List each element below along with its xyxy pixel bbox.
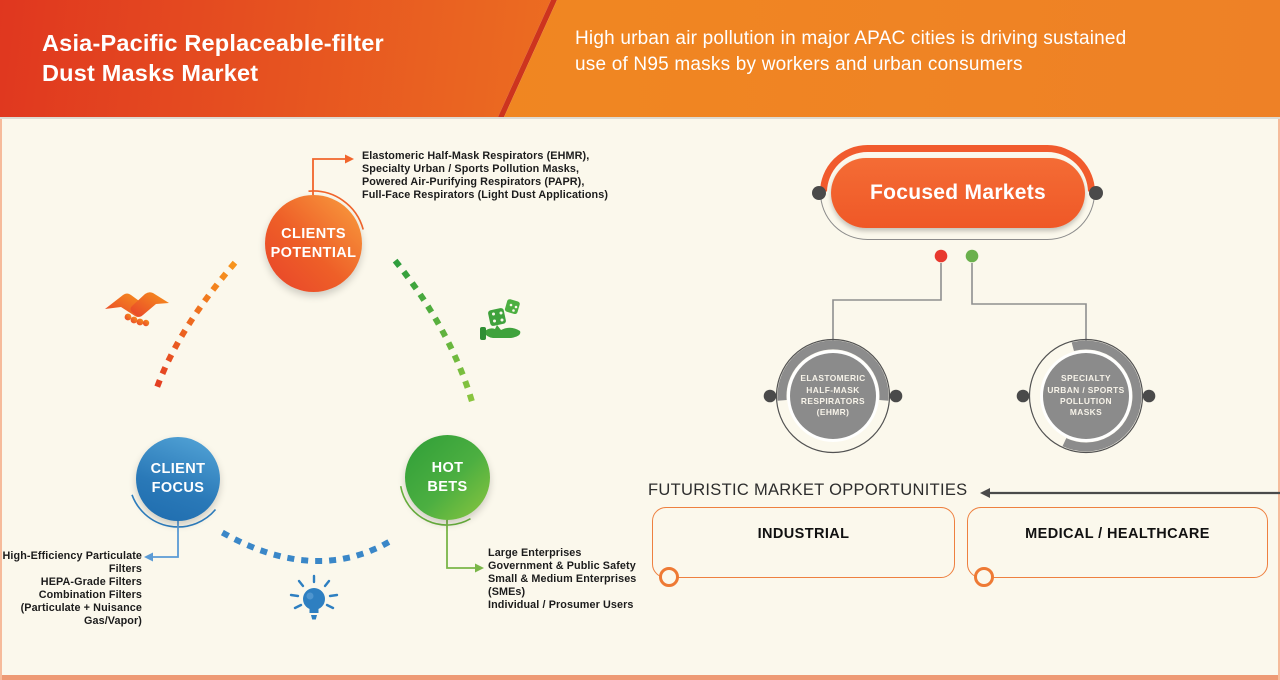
item-line: Powered Air-Purifying Respirators (PAPR)… bbox=[362, 175, 585, 188]
item-line: Elastomeric Half-Mask Respirators (EHMR)… bbox=[362, 150, 590, 162]
branch-line-right bbox=[971, 263, 1087, 341]
circle-label-line: FOCUS bbox=[151, 480, 205, 496]
item-line: Combination Filters bbox=[38, 588, 142, 601]
corner-ring-icon bbox=[659, 567, 679, 587]
market-node-label: SPECIALTY URBAN / SPORTS POLLUTION MASKS bbox=[1047, 373, 1125, 418]
client-focus-circle: CLIENT FOCUS bbox=[136, 437, 220, 521]
hot-bets-items: Large Enterprises Government & Public Sa… bbox=[488, 547, 648, 612]
market-node-ehmr: ELASTOMERIC HALF-MASK RESPIRATORS (EHMR) bbox=[790, 353, 876, 439]
cp-callout-line bbox=[312, 158, 345, 195]
header-subtitle-line: High urban air pollution in major APAC c… bbox=[575, 28, 1127, 49]
item-line: (SMEs) bbox=[488, 585, 526, 598]
client-focus-items: High-Efficiency Particulate Filters HEPA… bbox=[0, 550, 142, 627]
cf-callout-line bbox=[153, 521, 179, 558]
cf-callout-arrowhead bbox=[144, 552, 153, 562]
focused-markets-group: Focused Markets bbox=[812, 145, 1103, 240]
clients-potential-circle: CLIENTS POTENTIAL bbox=[265, 195, 362, 292]
circle-label-line: POTENTIAL bbox=[270, 244, 357, 261]
header-subtitle-line: use of N95 masks by workers and urban co… bbox=[575, 53, 1023, 75]
focused-markets-title: Focused Markets bbox=[869, 181, 1047, 204]
focused-markets-pill: Focused Markets bbox=[831, 158, 1085, 228]
corner-ring-icon bbox=[974, 567, 994, 587]
opportunity-box-label: INDUSTRIAL bbox=[757, 526, 850, 542]
dice-in-hand-icon bbox=[480, 299, 521, 340]
circle-label-line: HOT bbox=[431, 459, 464, 476]
dotted-arc-orange bbox=[151, 260, 238, 397]
item-line: Small & Medium Enterprises bbox=[488, 572, 637, 585]
market-node-label: ELASTOMERIC HALF-MASK RESPIRATORS (EHMR) bbox=[800, 373, 866, 418]
lightbulb-icon bbox=[289, 574, 339, 620]
branch-dot-red bbox=[934, 249, 948, 263]
branch-line-left bbox=[832, 263, 942, 341]
cp-callout-arrowhead bbox=[345, 154, 354, 164]
item-line: Filters bbox=[108, 562, 142, 575]
content-area: CLIENTS POTENTIAL CLIENT FOCUS HOT BETS … bbox=[0, 117, 1280, 680]
page-title-line: Asia-Pacific Replaceable-filter bbox=[42, 30, 384, 56]
market-node-specialty: SPECIALTY URBAN / SPORTS POLLUTION MASKS bbox=[1043, 353, 1129, 439]
dotted-arc-green bbox=[392, 258, 477, 409]
item-line: Individual / Prosumer Users bbox=[488, 598, 634, 611]
header-left-panel bbox=[0, 0, 551, 117]
circle-label-line: CLIENT bbox=[150, 461, 206, 478]
page-title: Asia-Pacific Replaceable-filter Dust Mas… bbox=[42, 28, 384, 88]
branch-dot-green bbox=[965, 249, 979, 263]
item-line: Gas/Vapor) bbox=[83, 614, 142, 627]
node-side-dot bbox=[1016, 389, 1030, 403]
circle-label-line: BETS bbox=[427, 478, 468, 495]
hb-callout-arrowhead bbox=[475, 563, 484, 573]
dotted-arc-blue bbox=[220, 529, 392, 564]
item-line: Large Enterprises bbox=[488, 547, 582, 559]
clients-potential-items: Elastomeric Half-Mask Respirators (EHMR)… bbox=[362, 150, 612, 202]
header: Asia-Pacific Replaceable-filter Dust Mas… bbox=[0, 0, 1280, 117]
node-side-dot bbox=[889, 389, 903, 403]
node-side-dot bbox=[1142, 389, 1156, 403]
header-right-panel bbox=[504, 0, 1280, 117]
opportunities-heading: FUTURISTIC MARKET OPPORTUNITIES bbox=[648, 481, 968, 499]
pill-side-dot bbox=[1089, 186, 1103, 200]
opportunities-arrowhead bbox=[980, 488, 990, 498]
opportunity-box-medical: MEDICAL / HEALTHCARE bbox=[967, 507, 1268, 587]
item-line: (Particulate + Nuisance bbox=[20, 601, 142, 614]
opportunity-box-industrial: INDUSTRIAL bbox=[652, 507, 955, 587]
node-side-dot bbox=[763, 389, 777, 403]
hb-callout-line bbox=[446, 520, 475, 569]
pill-side-dot bbox=[812, 186, 826, 200]
item-line: High-Efficiency Particulate bbox=[2, 550, 142, 562]
item-line: Government & Public Safety bbox=[488, 559, 636, 572]
item-line: Specialty Urban / Sports Pollution Masks… bbox=[362, 162, 580, 175]
page-title-line: Dust Masks Market bbox=[42, 60, 259, 87]
circle-label-line: CLIENTS bbox=[281, 225, 346, 242]
hot-bets-circle: HOT BETS bbox=[405, 435, 490, 520]
item-line: Full-Face Respirators (Light Dust Applic… bbox=[362, 188, 609, 201]
handshake-icon bbox=[105, 292, 169, 327]
item-line: HEPA-Grade Filters bbox=[40, 575, 142, 588]
opportunity-box-label: MEDICAL / HEALTHCARE bbox=[1025, 526, 1210, 542]
header-subtitle: High urban air pollution in major APAC c… bbox=[575, 26, 1126, 77]
